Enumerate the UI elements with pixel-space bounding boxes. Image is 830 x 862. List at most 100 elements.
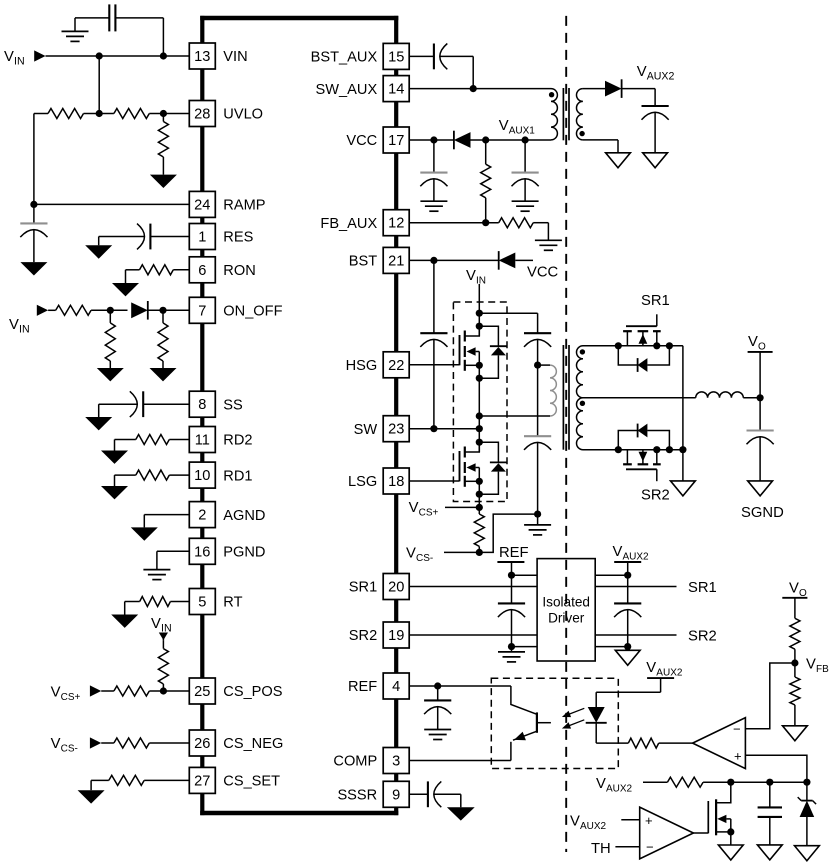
th-comparator-polygon-403 [717, 814, 727, 824]
hb-module-polygon-200 [490, 347, 506, 356]
label-vin_hb-sub: IN [476, 275, 486, 286]
sr1-fet: SR1 [583, 293, 684, 481]
rt-resistor-polygon-94 [111, 614, 139, 628]
label-vo_div: V [789, 581, 799, 597]
label-vin_mid: V [151, 616, 161, 632]
csset-resistor-polyline-110 [108, 773, 145, 787]
pin-number-1: 1 [198, 230, 206, 246]
aux-transformer-circle-125 [548, 92, 555, 98]
fbaux-network-circle-164 [482, 219, 490, 227]
label-opamp_minus: − [733, 722, 741, 737]
label-vaux2_aux: V [637, 64, 647, 80]
pin-number-18: 18 [388, 474, 404, 490]
pin-label-SR1: SR1 [349, 580, 377, 596]
label-vcs_plus-sub: CS+ [61, 692, 81, 703]
label-vaux1-sub: AUX1 [509, 125, 536, 136]
sr2-fet-polyline-288 [647, 429, 671, 450]
pin-label-SR2: SR2 [349, 628, 377, 644]
pin-label-SS: SS [223, 397, 243, 413]
bst-bootstrap: VCC [409, 251, 559, 429]
pin-number-14: 14 [388, 82, 404, 98]
pin-label-VCC: VCC [346, 133, 377, 149]
label-vaux2_aux-sub: AUX2 [647, 70, 675, 82]
error-amp: −+ [627, 662, 808, 783]
pin-number-11: 11 [195, 433, 210, 449]
label-cmp_plus: + [645, 813, 653, 828]
pin-ramp-rect-417 [188, 190, 217, 219]
sr1-fet-polyline-270 [647, 345, 671, 366]
pin-label-SW_AUX: SW_AUX [316, 82, 378, 98]
hb-module-polyline-222 [479, 441, 500, 463]
sr2-fet-polygon-287 [637, 423, 648, 438]
main-transformer [537, 345, 586, 451]
pin-cs_set-rect-429 [188, 766, 217, 795]
sr2-fet-polygon-284 [638, 451, 648, 462]
output-filter-path-295 [694, 391, 745, 398]
pin-bst_aux-rect-430 [382, 42, 411, 71]
label-vin_mid-sub: IN [161, 622, 172, 634]
pin-vin-rect-415 [188, 42, 217, 70]
pin-label-AGND: AGND [223, 508, 265, 524]
pin-vcc-rect-432 [382, 126, 411, 154]
rt-resistor-polyline-91 [139, 594, 172, 609]
rd2-resistor [101, 432, 190, 464]
pin-lsg-rect-437 [382, 467, 411, 495]
pin-number-10: 10 [194, 468, 210, 484]
pin-rd2-rect-422 [188, 425, 217, 454]
th-comparator-polygon-408 [716, 844, 745, 862]
ref-cap [409, 682, 511, 741]
label-vaux2_opto: V [646, 660, 656, 676]
onoff-network-polygon-65 [149, 368, 177, 382]
hb-cap-divider [523, 332, 552, 515]
pin-sw_aux-rect-431 [382, 74, 411, 103]
pin-fb_aux-rect-433 [382, 208, 411, 237]
onoff-network-polyline-51 [55, 303, 92, 317]
feedback-divider-polyline-371 [788, 617, 802, 650]
pin-label-REF: REF [348, 679, 377, 695]
pin-label-COMP: COMP [333, 754, 377, 770]
pin-number-26: 26 [194, 736, 210, 752]
pin-number-21: 21 [388, 253, 404, 269]
res-cap-polygon-43 [85, 245, 113, 259]
rt-resistor [111, 594, 190, 628]
pin-uvlo-rect-416 [188, 99, 217, 128]
pin-number-20: 20 [388, 580, 404, 596]
sr2-fet-polygon-293 [668, 480, 697, 498]
aux-rectifier-polygon-138 [603, 152, 633, 170]
optocoupler-polygon-355 [561, 722, 572, 729]
pin-number-25: 25 [194, 684, 210, 700]
hb-module-polyline-192 [464, 326, 481, 337]
label-vaux2_opto-sub: AUX2 [656, 667, 683, 678]
pgnd-ground [143, 550, 190, 581]
pin-number-4: 4 [392, 679, 400, 695]
label-vin_top-sub: IN [14, 55, 25, 67]
hb-module-polyline-198 [479, 325, 500, 347]
hb-module-rect-180 [452, 301, 508, 503]
sr2-fet-circle-291 [665, 446, 674, 454]
pin-number-6: 6 [198, 263, 206, 279]
bstaux-cap [409, 42, 474, 89]
ramp-network [19, 200, 190, 276]
uvlo-divider [33, 107, 190, 205]
label-ref_stub: REF [499, 545, 529, 561]
pin-label-CS_NEG: CS_NEG [223, 736, 283, 752]
csset-resistor [77, 773, 190, 804]
vref-network-polygon-393 [799, 800, 815, 817]
label-vaux2_amp: V [570, 814, 580, 830]
ron-resistor-polyline-45 [138, 263, 174, 277]
driver-box-line2: Driver [548, 611, 585, 626]
driver-section-circle-330 [624, 643, 632, 651]
